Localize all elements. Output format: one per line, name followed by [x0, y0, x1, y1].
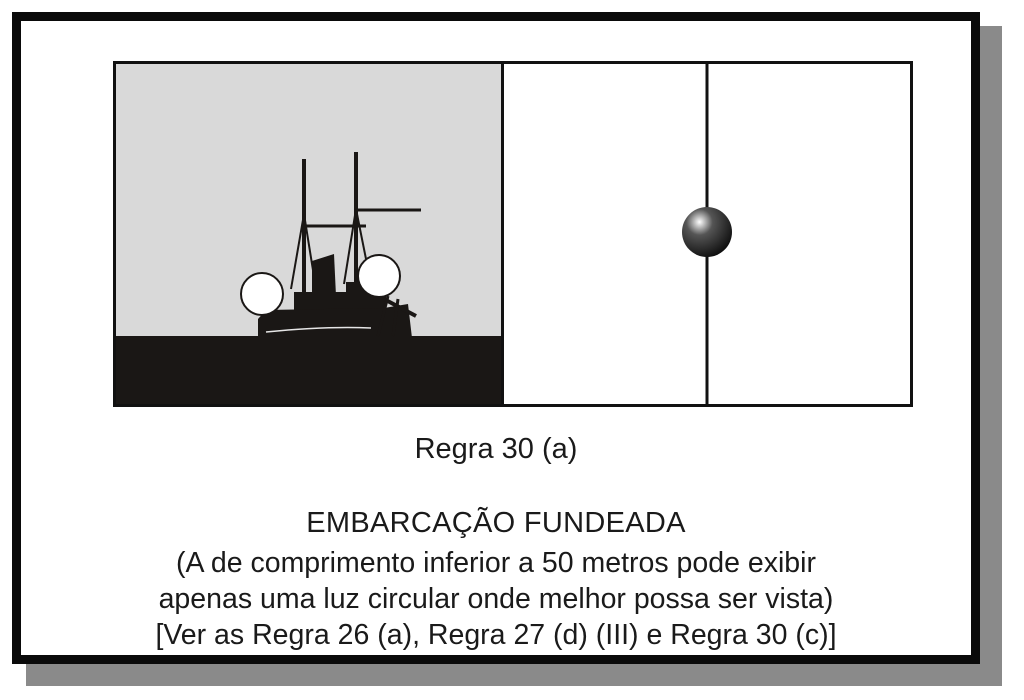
rigging	[290, 213, 305, 290]
anchored-vessel-svg	[116, 64, 501, 404]
caption-note-line-1: (A de comprimento inferior a 50 metros p…	[176, 547, 816, 579]
day-shape-scene	[501, 64, 910, 404]
day-shape-svg	[682, 64, 732, 404]
aft-anchor-light	[240, 272, 284, 316]
caption-title: EMBARCAÇÃO FUNDEADA	[306, 507, 686, 539]
fore-mast	[302, 159, 306, 319]
black-ball-icon	[682, 207, 732, 257]
rule-illustration	[113, 61, 913, 407]
caption-note-line-3: [Ver as Regra 26 (a), Regra 27 (d) (III)…	[155, 619, 837, 651]
rigging	[343, 208, 357, 285]
hull-highlight	[265, 326, 372, 333]
rule-number: Regra 30 (a)	[414, 433, 578, 465]
sky-background	[116, 64, 501, 336]
funnel	[312, 254, 336, 296]
figure-card: Regra 30 (a) EMBARCAÇÃO FUNDEADA (A de c…	[12, 12, 980, 664]
main-mast	[354, 152, 358, 312]
ship-at-anchor-scene	[116, 64, 501, 404]
caption-note-line-2: apenas uma luz circular onde melhor poss…	[158, 583, 834, 615]
sea	[116, 336, 501, 404]
bow-gear	[376, 295, 390, 337]
forward-anchor-light	[357, 254, 401, 298]
bow-gear	[391, 298, 400, 337]
